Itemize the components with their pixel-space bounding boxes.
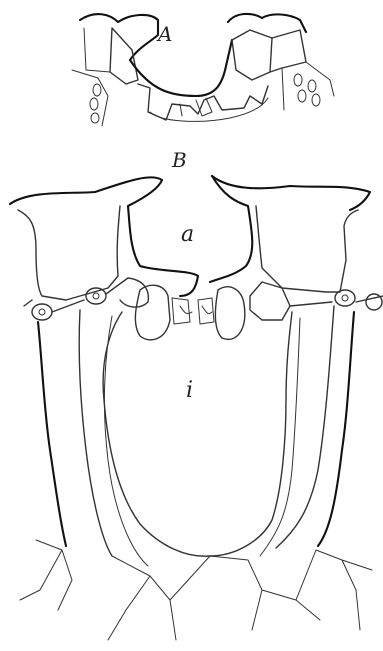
figure-label-b: B (172, 148, 187, 172)
figure-a-cell-right-2 (270, 30, 306, 72)
figure-a-guard-bottom (150, 98, 268, 121)
figure-b-cuticle-right (212, 176, 370, 210)
figure-a-chloroplast (308, 80, 316, 92)
figure-b-pore (172, 298, 214, 324)
figure-b-nucleus (86, 288, 106, 304)
figure-a-cell-left-2 (84, 28, 110, 72)
figure-a-guard-cells (138, 84, 268, 120)
figure-a-chloroplast (90, 98, 98, 110)
figure-b-column-left-mid (105, 316, 148, 566)
figure-b-epidermal-cell-left (18, 206, 120, 300)
figure-b-column-right-mid (260, 318, 300, 556)
figure-a-drawing (72, 14, 334, 126)
figure-b-nucleus-core (39, 309, 45, 315)
figure-a-cuticle-left (80, 14, 158, 60)
figure-b-nucleus (335, 290, 355, 306)
figure-b-drawing (10, 176, 383, 640)
figure-a-chloroplast (91, 113, 99, 123)
figure-b-pore-detail (180, 306, 212, 314)
figure-b-antechamber-right-wall (210, 176, 252, 282)
figure-b-cavity-wall (103, 312, 292, 556)
figure-b-column-left-outer (38, 322, 66, 546)
figure-a-chloroplast (294, 74, 302, 86)
figure-b-guard-cell-right (215, 287, 244, 340)
figure-b-cell-row-right (250, 282, 383, 320)
interior-label: i (186, 378, 193, 403)
figure-a-cell-right-1 (232, 30, 272, 80)
figure-a-chloroplast (312, 94, 320, 106)
figure-label-a-upper: A (158, 22, 172, 46)
figure-a-pore-slit (180, 98, 212, 116)
figure-b-cuticle-left (10, 177, 198, 296)
figure-a-cell-left-3 (72, 70, 108, 126)
figure-b-guard-cell-left (135, 285, 170, 340)
figure-a-chloroplast (298, 90, 306, 102)
figure-b-epidermal-cell-right (256, 206, 358, 292)
figure-b-nucleus-core (342, 295, 348, 301)
antechamber-label: a (181, 222, 194, 247)
figure-a-cuticle-right (228, 14, 306, 32)
figure-a-pore-wall (130, 40, 232, 96)
figure-b-nucleus (32, 304, 52, 320)
figure-a-chloroplast (93, 84, 101, 96)
figure-b-nucleus-core (93, 293, 99, 299)
figure-a-cell-left-1 (110, 28, 138, 84)
